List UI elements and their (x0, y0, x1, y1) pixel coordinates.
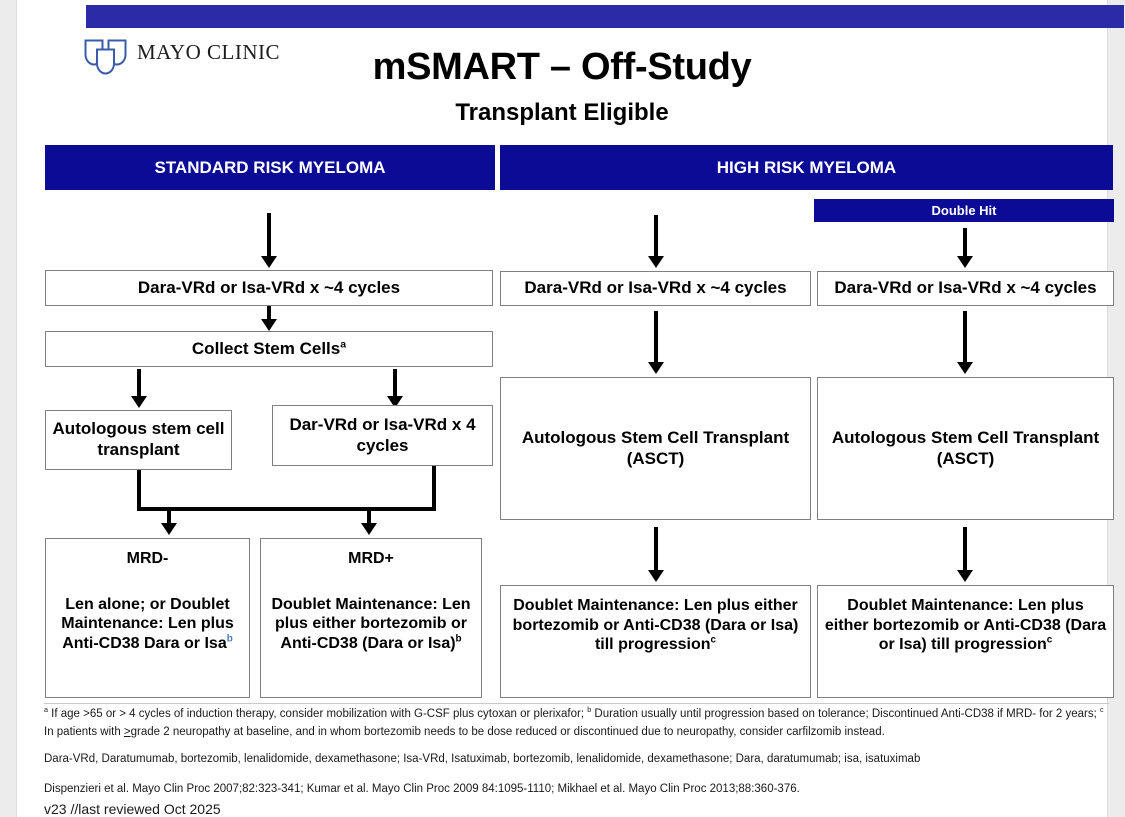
arrow-bus-to-mrd-positive (367, 507, 371, 524)
arrow-hr-induction-to-asct (654, 311, 658, 363)
box-std-asct: Autologous stem cell transplant (45, 410, 232, 470)
box-mrd-negative: MRD- Len alone; or Doublet Maintenance: … (45, 538, 250, 698)
banner-double-hit: Double Hit (814, 199, 1114, 222)
box-dh-maintenance: Doublet Maintenance: Len plus either bor… (817, 585, 1114, 698)
arrow-dh-asct-to-maintenance (963, 527, 967, 571)
arrow-std-induction-to-collect (267, 306, 271, 320)
footnote-marker-a: a (340, 337, 347, 350)
mrd-positive-body: Doublet Maintenance: Len plus either bor… (271, 595, 471, 652)
mrd-negative-body: Len alone; or Doublet Maintenance: Len p… (61, 595, 234, 652)
hr-maintenance-text: Doublet Maintenance: Len plus either bor… (512, 597, 799, 654)
footnote-notes: a If age >65 or > 4 cycles of induction … (44, 706, 1104, 738)
footnote-divider (44, 703, 1109, 704)
mayo-clinic-logo: MAYO CLINIC (83, 36, 303, 78)
arrow-collect-to-consolidation (393, 369, 397, 397)
mrd-negative-heading: MRD- (126, 550, 169, 567)
banner-high-risk: HIGH RISK MYELOMA (500, 145, 1113, 190)
arrow-dh-induction-to-asct (963, 311, 967, 363)
box-std-induction: Dara-VRd or Isa-VRd x ~4 cycles (45, 270, 493, 306)
box-hr-asct: Autologous Stem Cell Transplant (ASCT) (500, 377, 811, 520)
mrd-positive-heading: MRD+ (348, 550, 394, 567)
box-dh-asct: Autologous Stem Cell Transplant (ASCT) (817, 377, 1114, 520)
dh-maintenance-text: Doublet Maintenance: Len plus either bor… (824, 597, 1107, 654)
arrow-dh-banner-to-induction (963, 228, 967, 257)
arrow-hr-banner-to-induction (654, 215, 658, 257)
footnote-marker-b2: b (455, 633, 462, 645)
connector-asct-down (137, 470, 141, 510)
box-hr-induction: Dara-VRd or Isa-VRd x ~4 cycles (500, 271, 811, 306)
arrow-collect-to-asct (137, 369, 141, 397)
footnote-marker-b: b (226, 633, 233, 645)
arrow-hr-asct-to-maintenance (654, 527, 658, 571)
footnote-abbreviations: Dara-VRd, Daratumumab, bortezomib, lenal… (44, 752, 921, 765)
footnote-marker-c: c (710, 634, 717, 646)
top-accent-bar (86, 5, 1124, 28)
box-collect-stem-cells: Collect Stem Cellsa (45, 331, 493, 367)
banner-standard-risk: STANDARD RISK MYELOMA (45, 145, 495, 190)
footnote-version: v23 //last reviewed Oct 2025 (44, 801, 221, 817)
box-hr-maintenance: Doublet Maintenance: Len plus either bor… (500, 585, 811, 698)
logo-wordmark: MAYO CLINIC (137, 40, 280, 64)
box-mrd-positive: MRD+ Doublet Maintenance: Len plus eithe… (260, 538, 482, 698)
footnote-references: Dispenzieri et al. Mayo Clin Proc 2007;8… (44, 782, 800, 795)
slide-canvas: MAYO CLINIC mSMART – Off-Study Transplan… (17, 0, 1124, 817)
box-dh-induction: Dara-VRd or Isa-VRd x ~4 cycles (817, 271, 1114, 306)
box-std-consolidation: Dar-VRd or Isa-VRd x 4 cycles (272, 405, 493, 466)
footnotes-block: a If age >65 or > 4 cycles of induction … (44, 706, 1109, 817)
footnote-marker-c2: c (1046, 634, 1053, 646)
connector-merge-bus (137, 507, 436, 511)
page-subtitle: Transplant Eligible (455, 99, 669, 126)
arrow-std-banner-to-induction (267, 213, 271, 257)
mayo-shields-icon (84, 39, 127, 75)
collect-stem-cells-label: Collect Stem Cells (191, 338, 341, 358)
arrow-bus-to-mrd-negative (167, 507, 171, 524)
connector-consolidation-down (432, 466, 436, 510)
page-title: mSMART – Off-Study (372, 46, 752, 88)
